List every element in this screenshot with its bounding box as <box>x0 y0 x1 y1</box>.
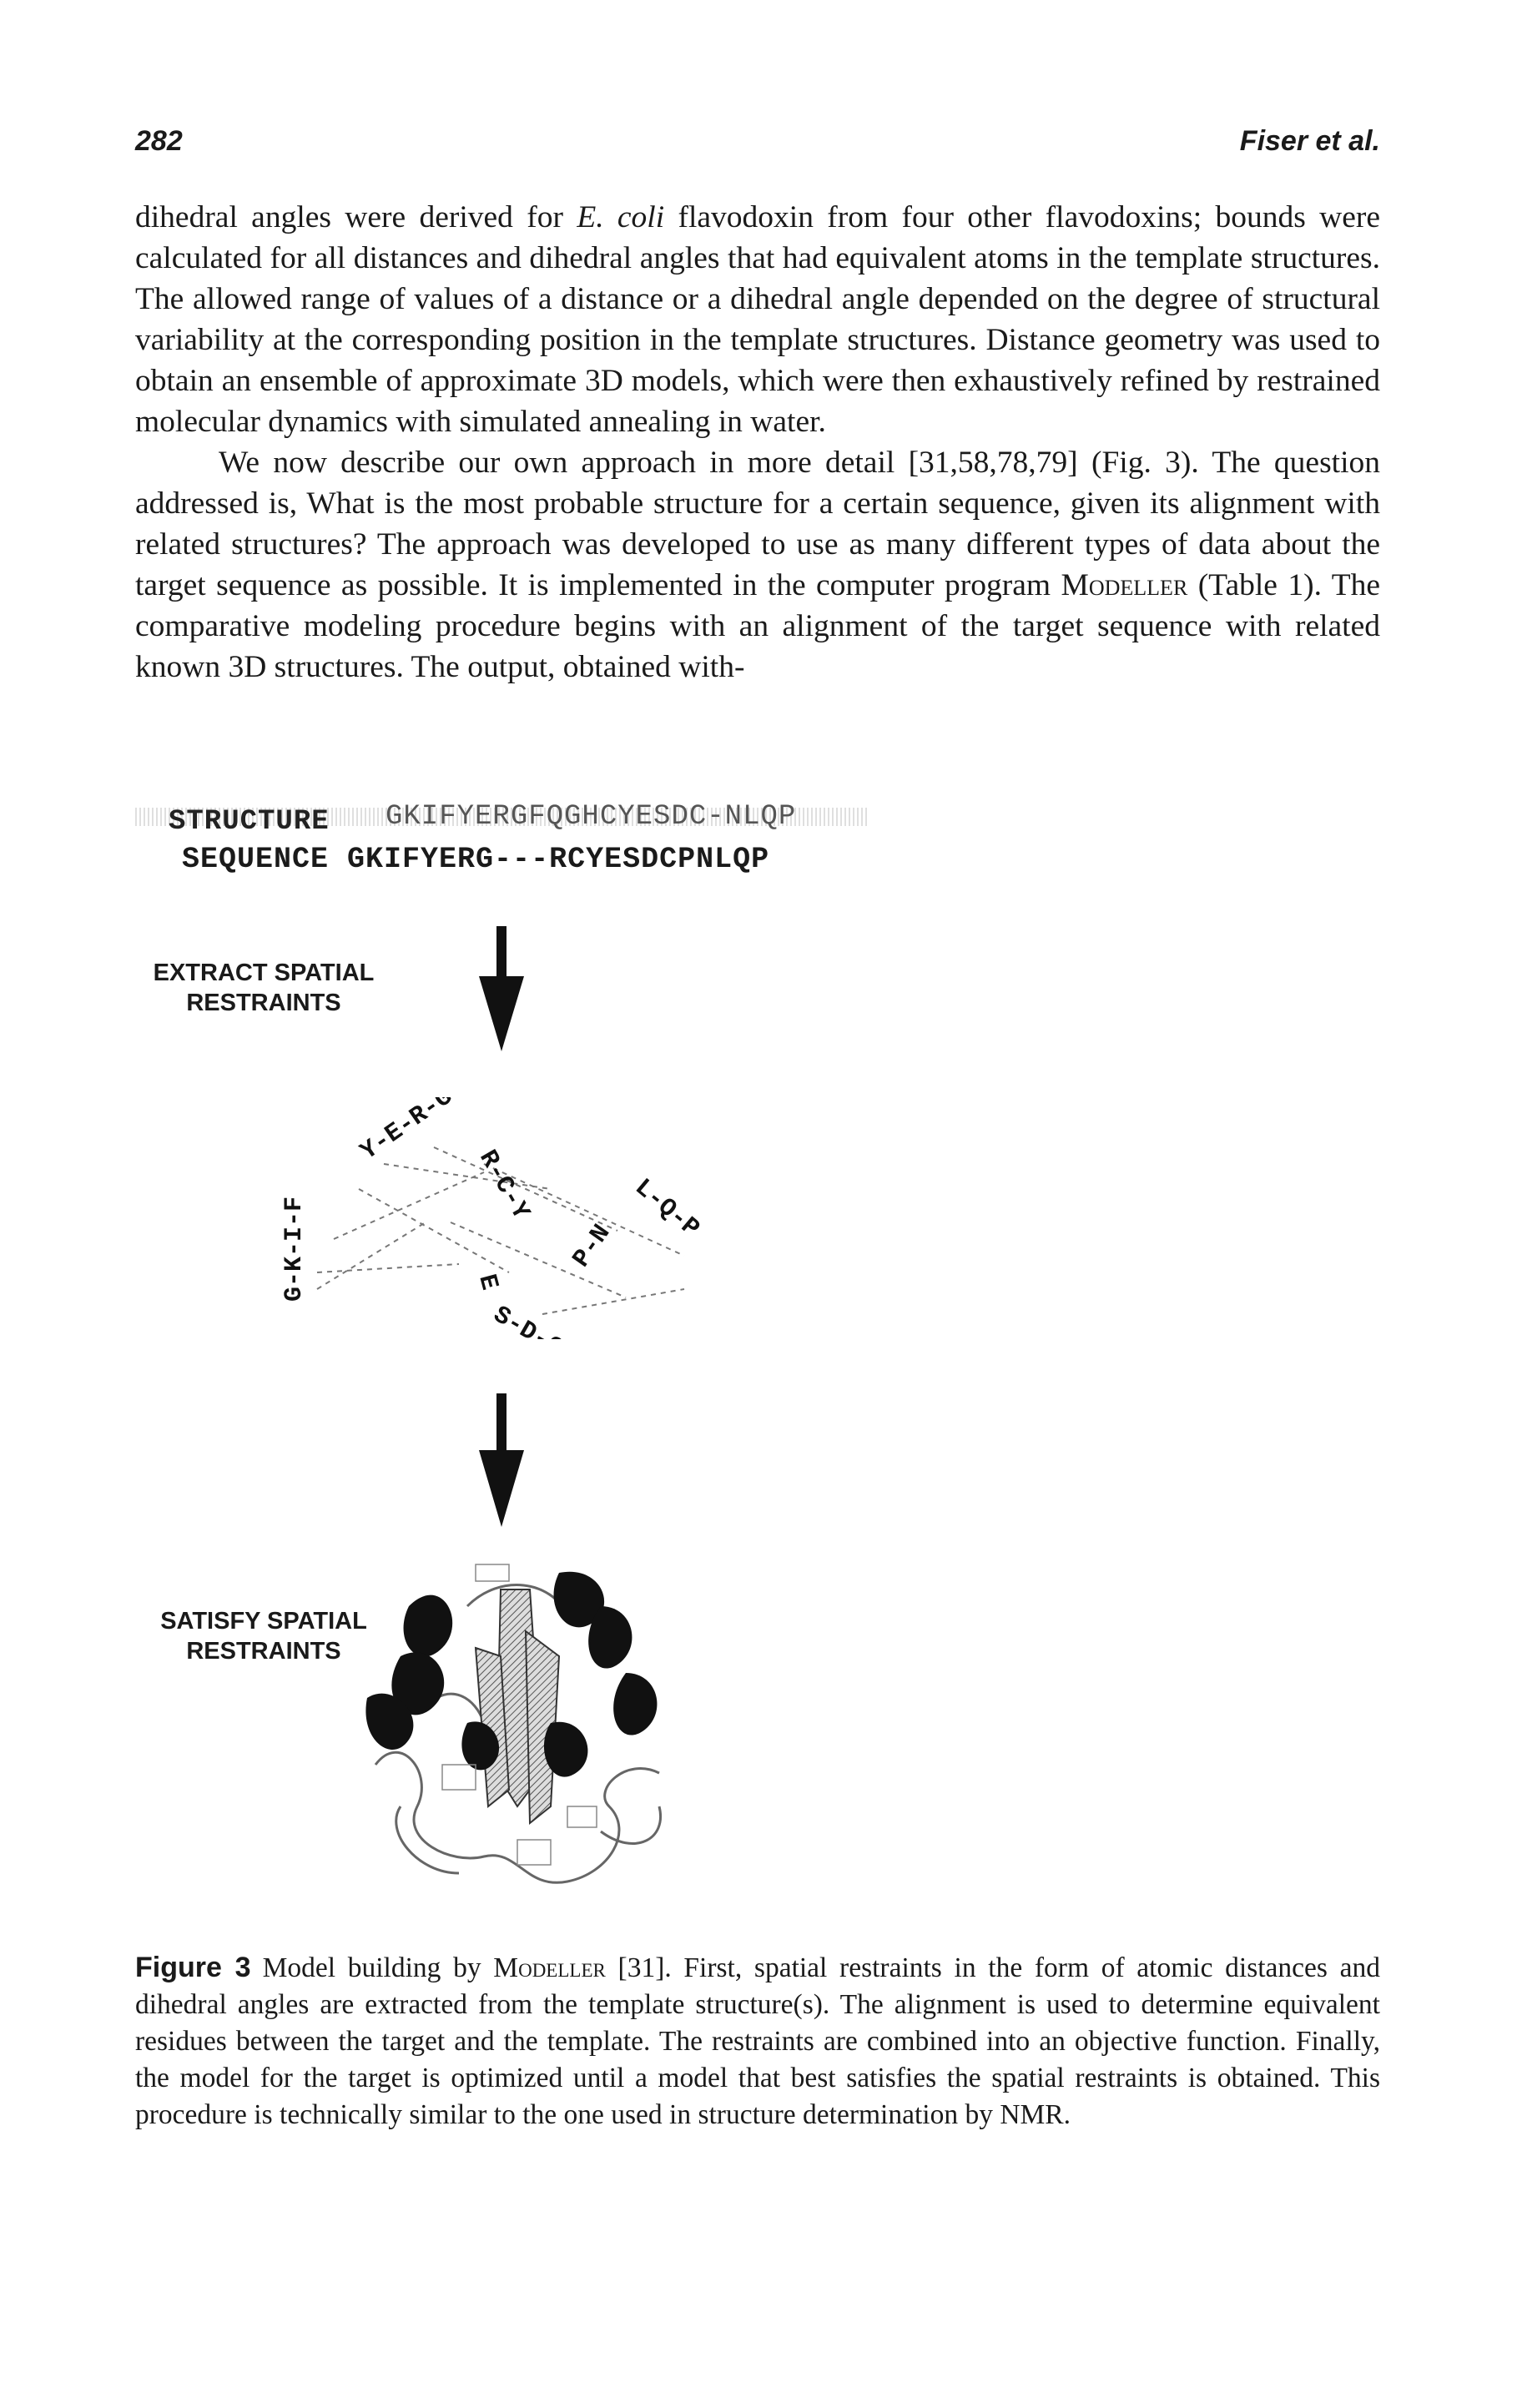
page-number: 282 <box>135 125 183 157</box>
target-sequence-line: SEQUENCE GKIFYERG---RCYESDCPNLQP <box>182 843 770 876</box>
figure-label: Figure 3 <box>135 1952 251 1983</box>
satisfy-restraints-label: SATISFY SPATIAL RESTRAINTS <box>160 1608 367 1665</box>
paragraph-2: We now describe our own approach in more… <box>135 446 1380 684</box>
svg-text:G-K-I-F: G-K-I-F <box>280 1196 309 1302</box>
page-header: 282 Fiser et al. <box>135 125 1380 167</box>
organism-name: E. coli <box>577 200 665 234</box>
caption-program-name: Modeller <box>493 1952 606 1983</box>
spatial-restraints-diagram: G-K-I-F Y-E-R-G R-C-Y E S-D-C P-N L-Q-P <box>280 1097 705 1339</box>
structure-sequence: GKIFYERGFQGHCYESDC-NLQP <box>386 801 797 833</box>
down-arrow-icon <box>479 1393 524 1527</box>
paragraph-1: dihedral angles were derived for E. coli… <box>135 200 1380 439</box>
body-text: dihedral angles were derived for E. coli… <box>135 197 1380 688</box>
svg-text:Y-E-R-G: Y-E-R-G <box>355 1097 458 1166</box>
program-name: Modeller <box>1061 568 1188 602</box>
structure-alignment-line: STRUCTURE GKIFYERGFQGHCYESDC-NLQP <box>135 801 886 839</box>
svg-text:S-D-C: S-D-C <box>488 1301 567 1339</box>
svg-text:L-Q-P: L-Q-P <box>629 1174 705 1244</box>
scan-artifact <box>135 808 869 826</box>
protein-model-image <box>365 1564 662 1884</box>
running-head: Fiser et al. <box>1239 125 1380 157</box>
figure-3: STRUCTURE GKIFYERGFQGHCYESDC-NLQP SEQUEN… <box>0 801 1522 1936</box>
svg-text:E: E <box>471 1272 503 1293</box>
down-arrow-icon <box>479 926 524 1051</box>
extract-restraints-label: EXTRACT SPATIAL RESTRAINTS <box>153 960 375 1016</box>
structure-label: STRUCTURE <box>169 806 330 838</box>
